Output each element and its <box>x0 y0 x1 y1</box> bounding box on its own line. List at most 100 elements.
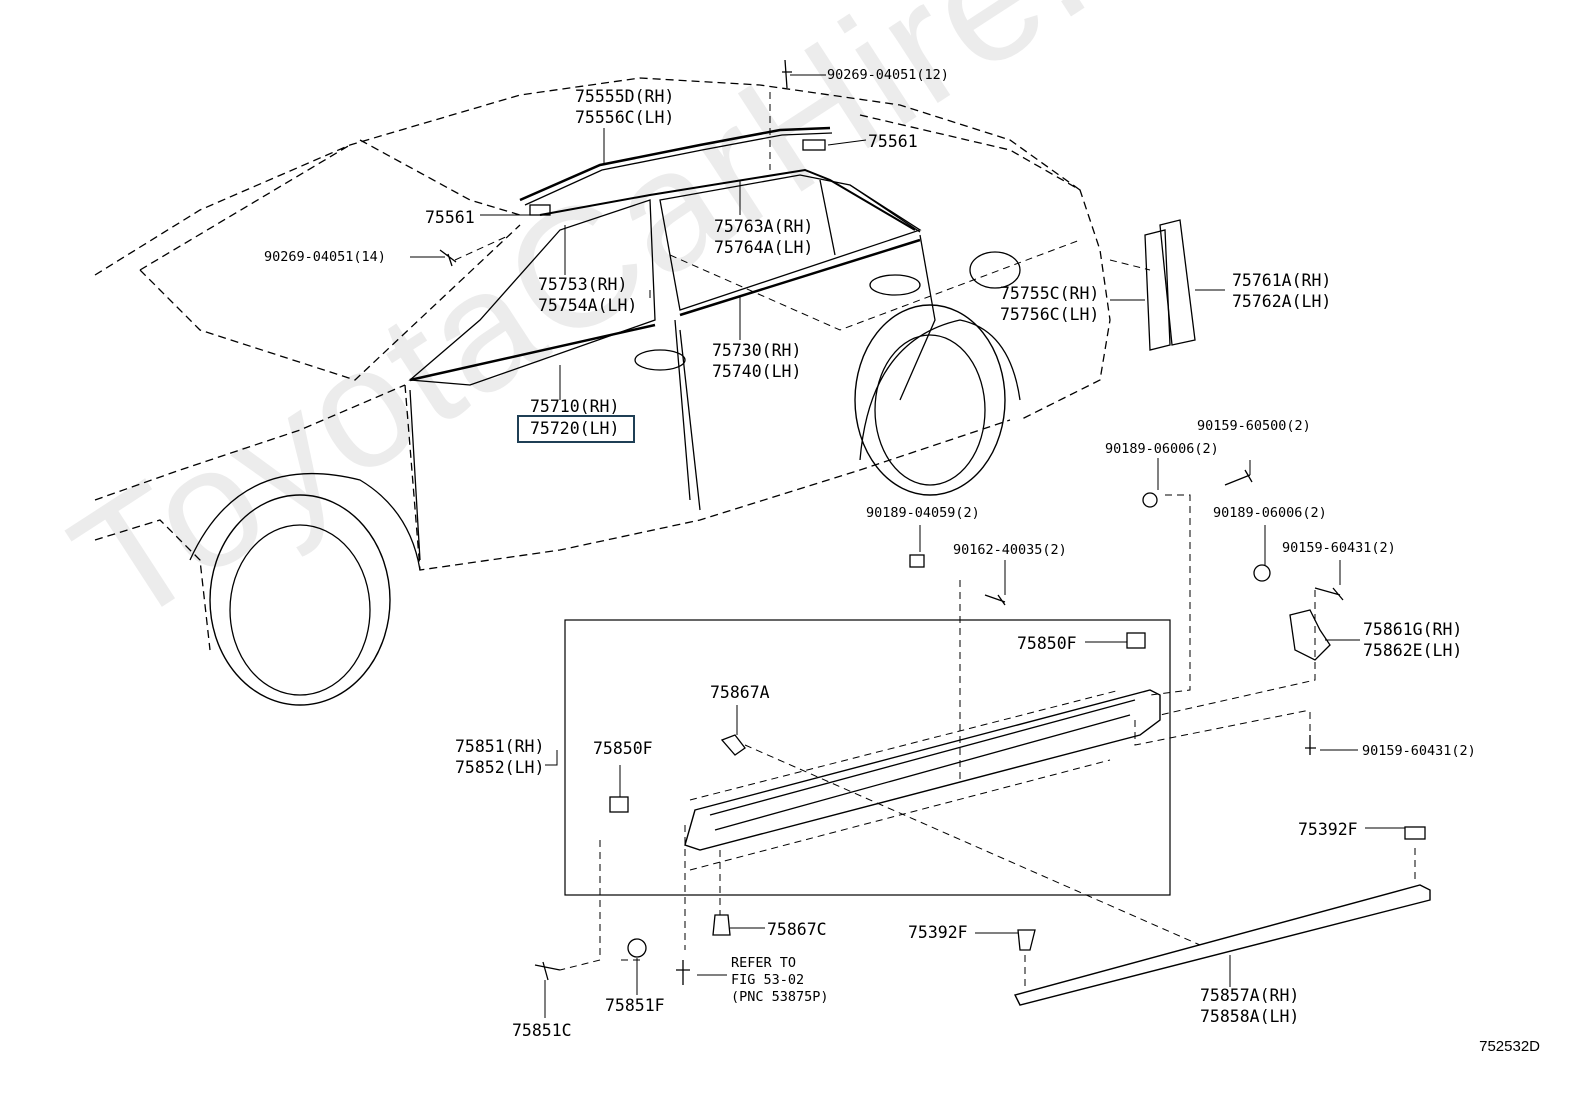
windshield-outline <box>139 144 521 381</box>
screw-90269-top <box>782 59 792 89</box>
bracket-75861g <box>1289 609 1331 661</box>
label-75764a: 75764A(LH) <box>714 238 814 257</box>
figure-code: 752532D <box>1479 1038 1540 1055</box>
fastener-75851c <box>534 961 561 981</box>
screw-90269-side <box>439 249 457 267</box>
fastener-90159-60431-a <box>1314 587 1344 601</box>
window-frame-upper <box>539 168 916 231</box>
rear-wheel-inner <box>874 334 986 486</box>
label-90189-04059: 90189-04059(2) <box>866 505 980 521</box>
front-door-handle <box>634 349 686 371</box>
label-75761a: 75761A(RH) <box>1232 271 1332 290</box>
roof-rear <box>359 139 521 216</box>
label-75561-left: 75561 <box>425 208 475 227</box>
rear-garnish-inner <box>1159 219 1196 346</box>
label-75555d: 75555D(RH) <box>575 87 675 106</box>
clip-75850f-left <box>609 796 629 813</box>
clip-75392f-bottom <box>1017 929 1036 951</box>
label-75867a: 75867A <box>710 683 770 702</box>
label-refer-line1: REFER TO <box>731 955 797 971</box>
label-refer-line3: (PNC 53875P) <box>731 989 829 1005</box>
label-75740: 75740(LH) <box>712 362 802 381</box>
clip-75867a <box>720 734 746 756</box>
label-75862e: 75862E(LH) <box>1363 641 1463 660</box>
label-90159-60431-a: 90159-60431(2) <box>1282 540 1396 556</box>
label-75857a: 75857A(RH) <box>1200 986 1300 1005</box>
trunk-line <box>859 114 1111 421</box>
front-door <box>409 319 691 561</box>
label-90269-04051-12: 90269-04051(12) <box>827 67 949 83</box>
fastener-90159-60431-b <box>1305 735 1316 755</box>
label-75730: 75730(RH) <box>712 341 802 360</box>
label-75392f-bottom: 75392F <box>908 923 968 942</box>
rocker-moulding-inner <box>709 699 1136 831</box>
rear-door <box>679 234 936 511</box>
label-75851c: 75851C <box>512 1021 572 1040</box>
rear-wheel-arch <box>859 319 1021 461</box>
rear-door-window <box>659 174 922 311</box>
label-75762a: 75762A(LH) <box>1232 292 1332 311</box>
rear-wheel <box>854 304 1006 496</box>
label-75755c: 75755C(RH) <box>1000 284 1100 303</box>
roof-outline <box>94 77 1081 276</box>
lower-rocker-strip <box>1013 884 1431 1006</box>
label-75867c: 75867C <box>767 920 827 939</box>
fastener-90189-04059 <box>909 554 925 568</box>
fastener-90189-06006-b <box>1253 564 1271 582</box>
highlight-box-75720[interactable] <box>517 415 635 443</box>
rear-garnish-outer <box>1144 229 1171 351</box>
clip-75867c <box>712 914 731 936</box>
fastener-refer <box>676 960 690 985</box>
label-75861g: 75861G(RH) <box>1363 620 1463 639</box>
clip-75561-left <box>529 204 551 216</box>
front-wheel-arch <box>189 473 421 571</box>
label-75851f: 75851F <box>605 996 665 1015</box>
label-75850f-left: 75850F <box>593 739 653 758</box>
side-body <box>404 384 1011 571</box>
roof-moulding <box>519 126 831 202</box>
clip-75392f-top <box>1404 826 1426 840</box>
hood-line <box>94 384 406 501</box>
quarter-window <box>819 179 921 256</box>
label-75556c: 75556C(LH) <box>575 108 675 127</box>
label-refer-line2: FIG 53-02 <box>731 972 805 988</box>
label-90269-04051-14: 90269-04051(14) <box>264 249 386 265</box>
rocker-moulding <box>684 689 1161 851</box>
label-75392f-top: 75392F <box>1298 820 1358 839</box>
label-75852: 75852(LH) <box>455 758 545 777</box>
label-75561-right: 75561 <box>868 132 918 151</box>
belt-moulding-front <box>409 323 656 382</box>
rear-door-handle <box>869 274 921 296</box>
label-75756c: 75756C(LH) <box>1000 305 1100 324</box>
fastener-90189-06006-a <box>1142 492 1158 508</box>
belt-moulding-rear <box>679 238 921 317</box>
label-90189-06006-b: 90189-06006(2) <box>1213 505 1327 521</box>
front-wheel <box>209 494 391 706</box>
label-90159-60431-b: 90159-60431(2) <box>1362 743 1476 759</box>
hood-front <box>94 519 211 651</box>
front-wheel-inner <box>229 524 371 696</box>
label-75851: 75851(RH) <box>455 737 545 756</box>
label-75754a: 75754A(LH) <box>538 296 638 315</box>
label-75710: 75710(RH) <box>530 397 620 416</box>
label-90189-06006-a: 90189-06006(2) <box>1105 441 1219 457</box>
label-90159-60500: 90159-60500(2) <box>1197 418 1311 434</box>
clip-75561-right <box>802 139 826 151</box>
rocker-assembly-box <box>564 619 1171 896</box>
roof-moulding-inner <box>524 132 833 206</box>
label-75763a: 75763A(RH) <box>714 217 814 236</box>
fastener-90159-60500 <box>1224 469 1253 486</box>
fastener-75851f <box>627 938 647 958</box>
label-75753: 75753(RH) <box>538 275 628 294</box>
fastener-90162-40035 <box>984 594 1006 606</box>
label-75858a: 75858A(LH) <box>1200 1007 1300 1026</box>
label-90162-40035: 90162-40035(2) <box>953 542 1067 558</box>
label-75720: 75720(LH) <box>530 419 620 438</box>
front-door-window <box>408 199 656 386</box>
rocker-moulding-dash <box>689 689 1121 871</box>
fuel-lid <box>969 251 1021 289</box>
label-75850f-top: 75850F <box>1017 634 1077 653</box>
clip-75850f-top <box>1126 632 1146 649</box>
